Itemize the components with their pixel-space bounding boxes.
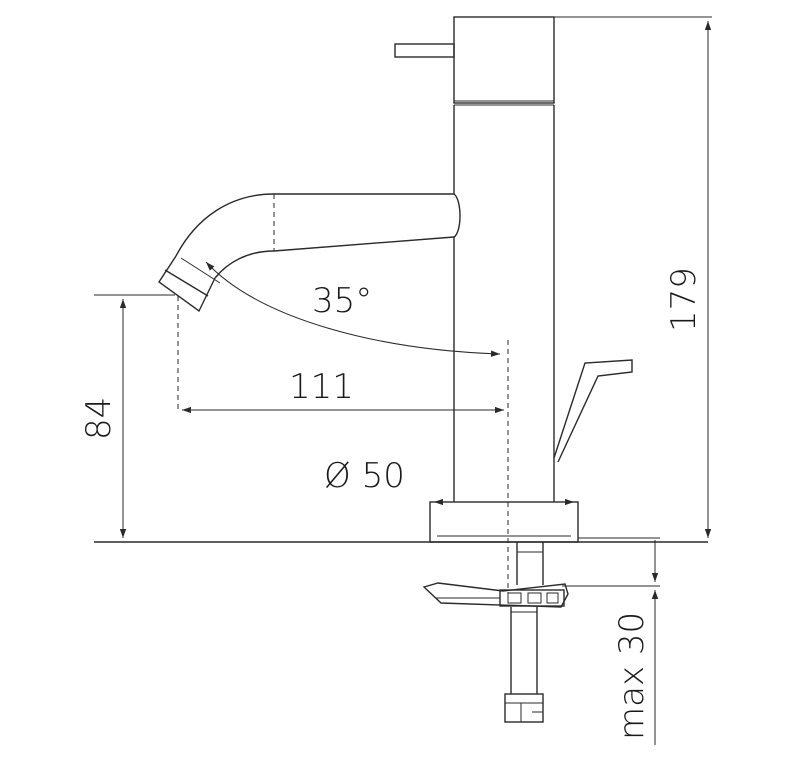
- faucet-spout: [158, 193, 461, 313]
- dimension-total-height: 179: [554, 16, 712, 538]
- total-height-label: 179: [664, 267, 704, 332]
- side-lever: [553, 359, 633, 463]
- faucet-base: [429, 501, 579, 543]
- dimension-base-diameter: Ø 50: [324, 456, 574, 506]
- dimension-max-thickness: max 30: [562, 540, 660, 745]
- spout-reach-label: 111: [289, 367, 354, 407]
- dimension-spout-height: 84: [79, 294, 175, 538]
- spout-height-label: 84: [79, 397, 119, 440]
- base-diameter-label: Ø 50: [324, 456, 405, 496]
- spout-angle-label: 35°: [312, 281, 372, 321]
- faucet-body: [394, 16, 555, 502]
- dimension-spout-angle: 35°: [205, 261, 501, 357]
- dimension-spout-reach: 111: [177, 296, 504, 414]
- mounting-assembly: [422, 542, 569, 723]
- max-thickness-label: max 30: [612, 612, 652, 740]
